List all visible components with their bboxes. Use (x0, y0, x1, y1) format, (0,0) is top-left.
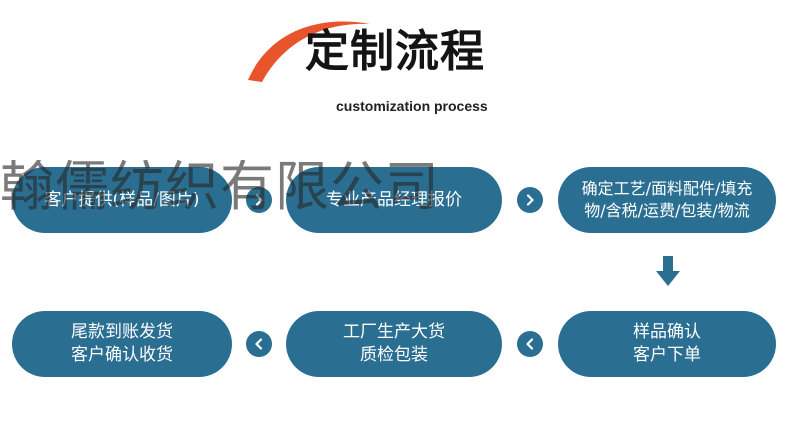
step-5-label-line-1: 工厂生产大货 (343, 322, 445, 343)
step-2-pill: 专业产品经理报价 (286, 167, 502, 233)
chevron-left-icon (246, 331, 272, 357)
step-2-label: 专业产品经理报价 (326, 189, 462, 210)
swoosh-decoration (248, 21, 370, 82)
step-6-label-line-1: 尾款到账发货 (71, 322, 173, 343)
step-3-label-line-1: 确定工艺/面料配件/填充 (581, 179, 753, 199)
step-3-pill: 确定工艺/面料配件/填充 物/含税/运费/包装/物流 (558, 167, 776, 233)
step-3-label-line-2: 物/含税/运费/包装/物流 (584, 201, 750, 220)
page-subtitle: customization process (336, 98, 488, 114)
chevron-right-icon (517, 187, 543, 213)
step-5-label-line-2: 质检包装 (360, 345, 428, 365)
chevron-right-icon (246, 187, 272, 213)
step-4-pill: 样品确认 客户下单 (558, 311, 776, 377)
step-6-label-line-2: 客户确认收货 (71, 345, 173, 365)
step-4-label-line-2: 客户下单 (633, 345, 701, 365)
step-1-pill: 客户提供(样品/图片) (12, 167, 232, 233)
step-5-pill: 工厂生产大货 质检包装 (286, 311, 502, 377)
step-4-label-line-1: 样品确认 (633, 322, 701, 343)
step-6-pill: 尾款到账发货 客户确认收货 (12, 311, 232, 377)
step-1-label: 客户提供(样品/图片) (44, 189, 200, 210)
page-title: 定制流程 (305, 26, 485, 77)
arrow-down-icon (656, 256, 680, 286)
chevron-left-icon (517, 331, 543, 357)
